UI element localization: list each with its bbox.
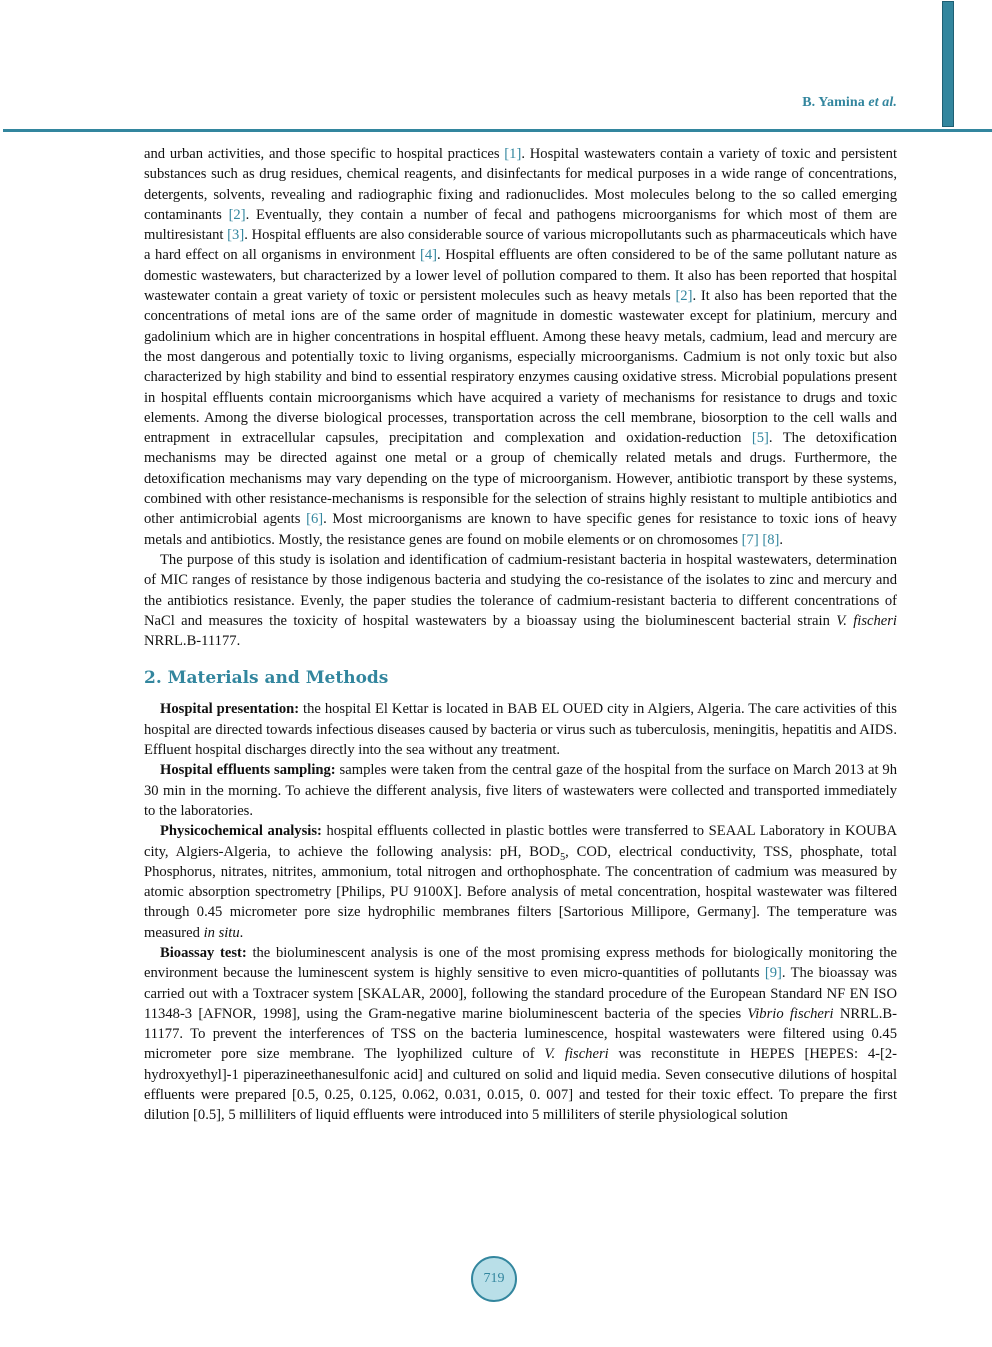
citation-link[interactable]: [8] [762, 531, 780, 548]
citation-link[interactable]: [7] [741, 531, 759, 548]
running-head-author: B. Yamina [802, 95, 869, 110]
page-number-badge: 719 [471, 1256, 517, 1302]
sampling-paragraph: Hospital effluents sampling: samples wer… [144, 762, 897, 819]
citation-link[interactable]: [2] [675, 288, 693, 305]
header-accent-bar [942, 1, 954, 127]
bioassay-paragraph: Bioassay test: the bioluminescent analys… [144, 944, 898, 1124]
section-heading: 2. Materials and Methods [144, 668, 389, 689]
citation-link[interactable]: [9] [764, 965, 782, 982]
running-head-etal: et al. [868, 95, 897, 110]
hospital-presentation-paragraph: Hospital presentation: the hospital El K… [144, 701, 897, 759]
citation-link[interactable]: [5] [751, 430, 769, 447]
header-rule [3, 129, 992, 132]
citation-link[interactable]: [4] [419, 247, 438, 264]
page-body: and urban activities, and those specific… [144, 144, 897, 1126]
running-head: B. Yamina et al. [802, 95, 897, 111]
study-purpose-paragraph: The purpose of this study is isolation a… [144, 551, 897, 650]
citation-link[interactable]: [3] [227, 227, 245, 244]
citation-link[interactable]: [2] [228, 206, 246, 223]
citation-link[interactable]: [6] [306, 511, 324, 528]
physicochemical-paragraph: Physicochemical analysis: hospital efflu… [144, 823, 897, 941]
citation-link[interactable]: [1] [504, 146, 522, 162]
intro-paragraph-continued: and urban activities, and those specific… [144, 146, 897, 548]
